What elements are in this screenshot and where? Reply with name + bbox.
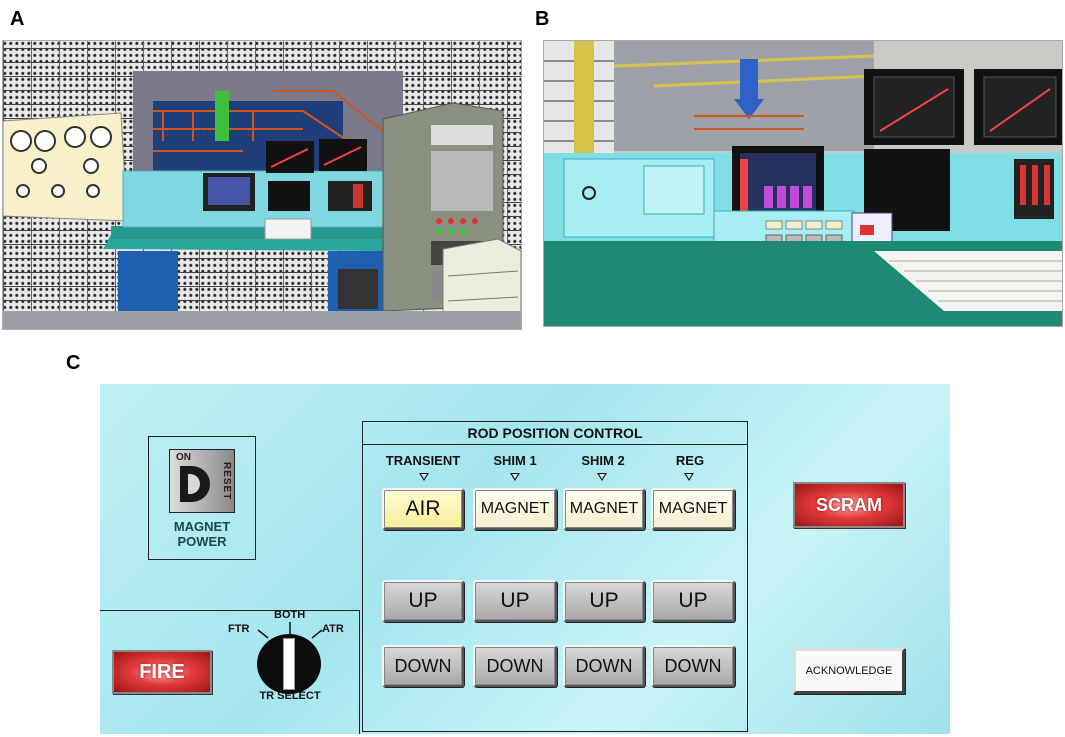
tr-select-both-label: BOTH — [274, 609, 306, 621]
down-triangle-icon — [597, 473, 607, 481]
shim1-magnet-button[interactable]: MAGNET — [473, 488, 557, 530]
tr-select-label: TR SELECT — [259, 690, 321, 702]
panel-label-a: A — [10, 8, 25, 30]
down-triangle-icon — [684, 473, 694, 481]
magnet-power-label: MAGNET POWER — [149, 519, 255, 549]
fire-label: FIRE — [139, 660, 185, 683]
fire-select-section — [100, 610, 360, 734]
shim2-up-button[interactable]: UP — [563, 580, 645, 622]
panel-b-illustration — [544, 41, 1062, 326]
rod-position-title: ROD POSITION CONTROL — [363, 422, 747, 445]
col-header-transient: TRANSIENT — [385, 453, 461, 468]
tr-select-atr-label: ATR — [322, 623, 344, 635]
col-header-shim1: SHIM 1 — [493, 453, 537, 468]
transient-air-button[interactable]: AIR — [382, 488, 464, 530]
panel-b-scene — [543, 40, 1063, 327]
tr-select-ftr-label: FTR — [228, 623, 250, 635]
magnet-label-line1: MAGNET — [173, 519, 231, 534]
fire-button[interactable]: FIRE — [112, 650, 212, 694]
down-triangle-icon — [510, 473, 520, 481]
tr-select-knob[interactable] — [257, 634, 321, 694]
reg-up-button[interactable]: UP — [651, 580, 735, 622]
magnet-power-box: ON RESET MAGNET POWER — [148, 436, 256, 560]
transient-down-button[interactable]: DOWN — [382, 645, 464, 687]
panel-a-illustration — [3, 71, 521, 329]
scram-label: SCRAM — [816, 494, 882, 515]
scram-button[interactable]: SCRAM — [793, 482, 905, 528]
switch-reset-label: RESET — [221, 462, 232, 501]
col-header-reg: REG — [675, 453, 705, 468]
switch-paddle-icon — [180, 466, 210, 502]
magnet-label-line2: POWER — [177, 534, 227, 549]
down-triangle-icon — [419, 473, 429, 481]
shim1-down-button[interactable]: DOWN — [473, 645, 557, 687]
knob-pointer-icon — [283, 638, 295, 690]
reg-down-button[interactable]: DOWN — [651, 645, 735, 687]
rod-control-panel: ON RESET MAGNET POWER ROD POSITION CONTR… — [100, 384, 950, 734]
acknowledge-button[interactable]: ACKNOWLEDGE — [793, 648, 905, 694]
shim2-down-button[interactable]: DOWN — [563, 645, 645, 687]
shim1-up-button[interactable]: UP — [473, 580, 557, 622]
shim2-magnet-button[interactable]: MAGNET — [563, 488, 645, 530]
panel-a-scene — [2, 40, 522, 330]
reg-magnet-button[interactable]: MAGNET — [651, 488, 735, 530]
magnet-power-switch[interactable]: ON RESET — [169, 449, 235, 513]
panel-label-c: C — [66, 352, 81, 374]
panel-label-b: B — [535, 8, 550, 30]
switch-on-label: ON — [176, 452, 191, 463]
transient-up-button[interactable]: UP — [382, 580, 464, 622]
acknowledge-label: ACKNOWLEDGE — [805, 665, 893, 677]
col-header-shim2: SHIM 2 — [581, 453, 625, 468]
rod-position-control-box: ROD POSITION CONTROL TRANSIENT SHIM 1 SH… — [362, 421, 748, 732]
tr-select-ticks — [257, 622, 323, 639]
